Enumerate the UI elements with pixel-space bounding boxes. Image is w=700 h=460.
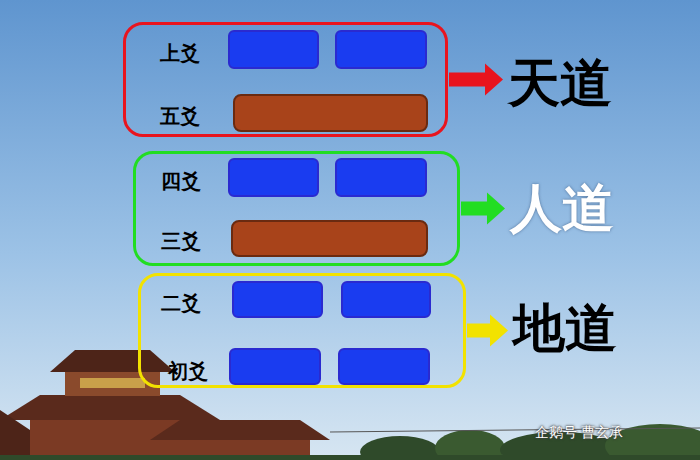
trees [0, 424, 700, 460]
yin-line [230, 349, 320, 384]
yin-line [336, 159, 426, 196]
dao-text: 地道 [513, 298, 617, 358]
yao-label: 四爻 [161, 169, 201, 193]
yin-line [233, 282, 322, 317]
yang-line [232, 221, 427, 256]
temple [0, 350, 330, 460]
yin-line [229, 31, 318, 68]
dao-text: 天道 [508, 53, 612, 113]
trigram-group-box: 二爻初爻 [138, 273, 466, 388]
yao-label: 二爻 [161, 291, 201, 315]
trigram-group-box: 上爻五爻 [123, 22, 448, 137]
dao-label: 人道 [508, 178, 616, 239]
yin-line [339, 349, 429, 384]
trigram-group-box: 四爻三爻 [133, 151, 460, 266]
block-arrow [449, 64, 503, 96]
dao-text: 人道 [510, 178, 614, 238]
dao-label: 地道 [511, 298, 619, 359]
yao-label: 五爻 [160, 104, 200, 128]
yao-label: 上爻 [160, 41, 200, 65]
block-arrow [467, 315, 508, 347]
block-arrow [461, 193, 505, 225]
yin-line [336, 31, 426, 68]
watermark: 企鹅号 曹玄承 [535, 424, 623, 442]
yao-label: 初爻 [168, 359, 208, 383]
dao-label: 天道 [506, 53, 614, 114]
yao-label: 三爻 [161, 229, 201, 253]
yang-line [234, 95, 427, 131]
yin-line [229, 159, 318, 196]
yin-line [342, 282, 430, 317]
